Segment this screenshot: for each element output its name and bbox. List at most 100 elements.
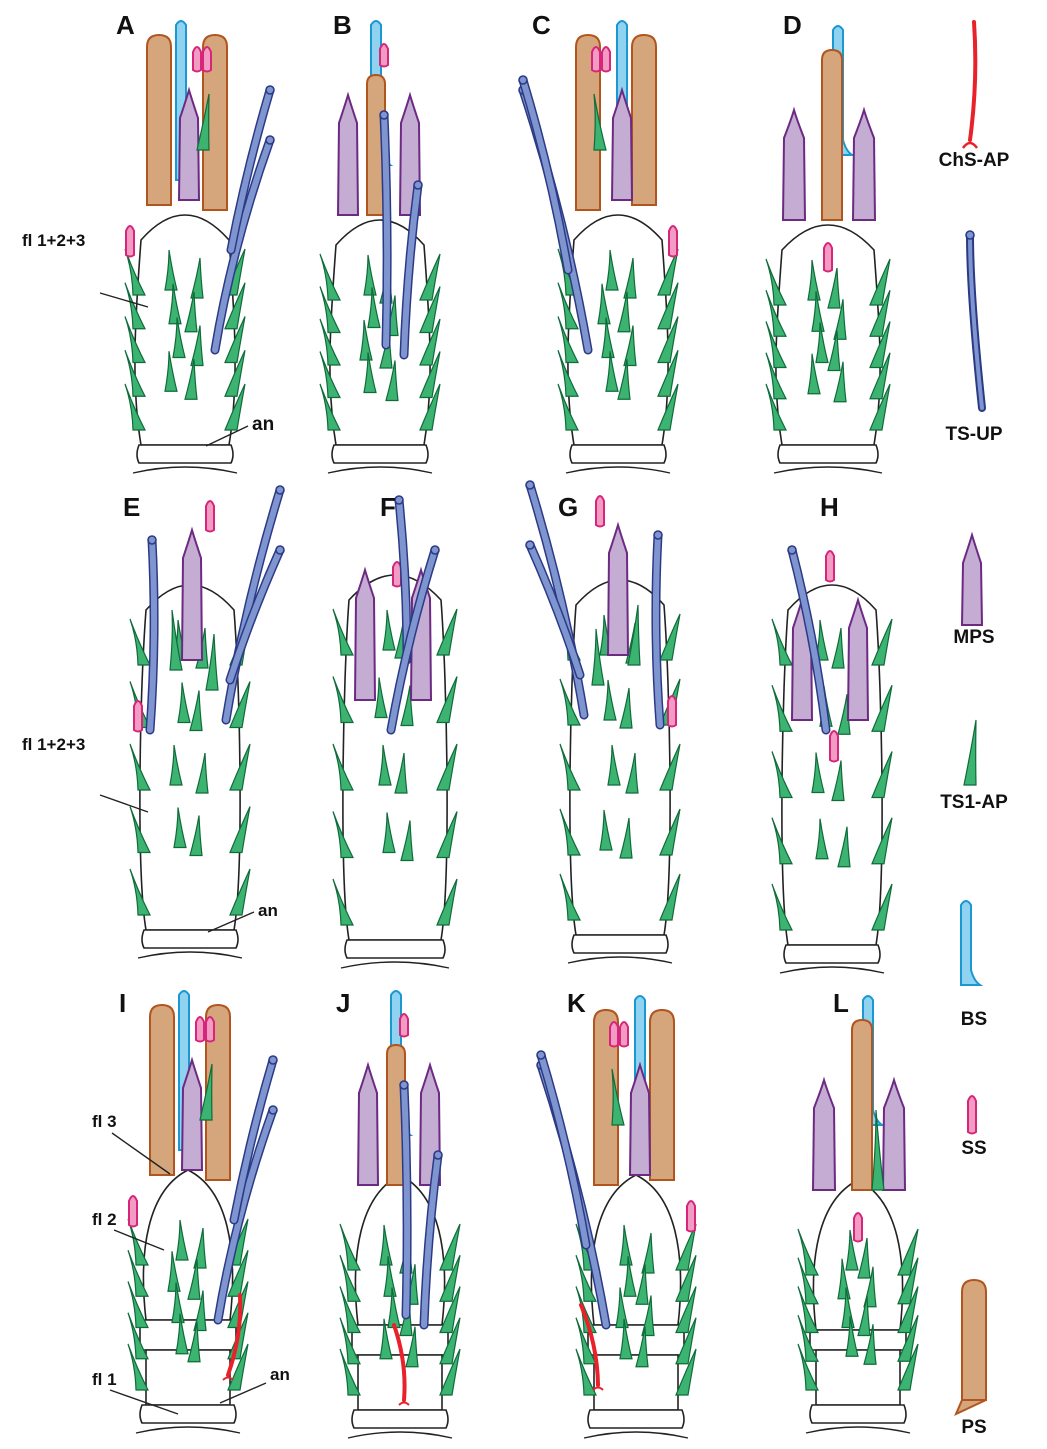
mps-sensillum <box>630 1065 650 1175</box>
ss-icon <box>968 1096 976 1134</box>
ss-sensillum <box>126 226 134 257</box>
ss-sensillum <box>602 47 610 72</box>
antenna-base <box>138 952 242 958</box>
mps-sensillum <box>608 525 628 655</box>
panel-k <box>537 996 696 1438</box>
annulus <box>778 445 878 463</box>
label-an-a: an <box>252 414 274 435</box>
mps-shape <box>962 535 982 625</box>
mps-sensillum <box>358 1065 378 1185</box>
ss-sensillum <box>669 226 677 257</box>
ss-sensillum <box>687 1201 695 1232</box>
mps-sensillum <box>355 570 375 700</box>
flagellomere-b <box>330 220 430 445</box>
legend-item-mps: MPS <box>953 535 994 648</box>
antenna-base <box>133 467 237 473</box>
annulus <box>345 940 445 958</box>
label-fl-e: fl 1+2+3 <box>22 735 85 754</box>
ss-sensillum <box>134 701 142 732</box>
ts-up-sensillum <box>231 86 274 250</box>
antenna-base <box>774 467 882 473</box>
panel-g <box>526 481 680 963</box>
panel-a <box>125 21 274 473</box>
ps-sensillum <box>822 50 842 220</box>
antenna-base <box>341 962 449 968</box>
panel-letter-i: I <box>119 988 126 1018</box>
panel-j <box>340 991 460 1438</box>
ss-sensillum <box>668 696 676 727</box>
panel-letter-g: G <box>558 492 578 522</box>
mps-sensillum <box>783 110 805 220</box>
annulus <box>137 445 233 463</box>
ss-sensillum <box>854 1213 862 1242</box>
annulus <box>572 935 668 953</box>
annulus <box>570 445 666 463</box>
ss-sensillum <box>596 496 604 527</box>
annulus <box>142 930 238 948</box>
antenna-base <box>328 467 432 473</box>
ps-sensillum <box>650 1010 674 1180</box>
mps-sensillum <box>853 110 875 220</box>
ss-sensillum <box>400 1014 408 1037</box>
ts-up-sensillum <box>537 1051 586 1245</box>
ss-sensillum <box>203 47 211 72</box>
legend-label-bs: BS <box>961 1009 987 1030</box>
legend-item-ts-up: TS-UP <box>946 231 1003 445</box>
chs-ap-icon <box>963 22 977 148</box>
ss-sensillum <box>826 551 834 582</box>
ss-sensillum <box>380 44 388 67</box>
ts-up-sensillum <box>234 1056 277 1220</box>
ps-sensillum <box>150 1005 174 1175</box>
panel-letter-e: E <box>123 492 140 522</box>
ps-sensillum <box>147 35 171 205</box>
antenna-base <box>780 967 884 973</box>
legend-item-bs: BS <box>961 901 987 1030</box>
ss-sensillum <box>196 1017 204 1042</box>
ss-sensillum <box>193 47 201 72</box>
legend-item-chs-ap: ChS-AP <box>939 22 1010 171</box>
antenna-base <box>566 467 670 473</box>
panels-layer <box>125 21 918 1438</box>
bs-icon <box>961 901 980 985</box>
panel-letter-d: D <box>783 10 802 40</box>
panel-d <box>766 26 890 473</box>
ts-up-sensillum <box>519 76 568 270</box>
label-fl-a: fl 1+2+3 <box>22 231 85 250</box>
panel-c <box>519 21 678 473</box>
legend-label-mps: MPS <box>953 627 994 648</box>
ss-sensillum <box>620 1022 628 1047</box>
ts1-ap-shape <box>964 720 976 785</box>
legend-label-ss: SS <box>961 1138 986 1159</box>
legend-label-ts-up: TS-UP <box>946 424 1003 445</box>
mps-sensillum <box>612 90 632 200</box>
legend-label-ts1-ap: TS1-AP <box>940 792 1008 813</box>
label-fl3-i: fl 3 <box>92 1112 117 1131</box>
panel-i <box>128 991 277 1433</box>
panel-letter-f: F <box>380 492 396 522</box>
ps-shape <box>962 1280 986 1400</box>
mps-sensillum <box>182 530 202 660</box>
ss-sensillum <box>206 501 214 532</box>
ss-sensillum <box>824 243 832 272</box>
annulus <box>784 945 880 963</box>
panel-e <box>130 486 284 958</box>
label-fl1-i: fl 1 <box>92 1370 117 1389</box>
panel-letter-k: K <box>567 988 586 1018</box>
ss-sensillum <box>592 47 600 72</box>
flagellomeres-j <box>348 1175 452 1438</box>
mps-sensillum <box>813 1080 835 1190</box>
label-an-i: an <box>270 1365 290 1384</box>
panel-l <box>798 996 918 1433</box>
ss-shape <box>968 1096 976 1134</box>
panel-letter-b: B <box>333 10 352 40</box>
label-an-e: an <box>258 901 278 920</box>
legend-item-ts1-ap: TS1-AP <box>940 720 1008 813</box>
panel-letter-j: J <box>336 988 350 1018</box>
ss-sensillum <box>830 731 838 762</box>
panel-f <box>333 496 457 968</box>
mps-icon <box>962 535 982 625</box>
panel-letter-a: A <box>116 10 135 40</box>
panel-letter-h: H <box>820 492 839 522</box>
